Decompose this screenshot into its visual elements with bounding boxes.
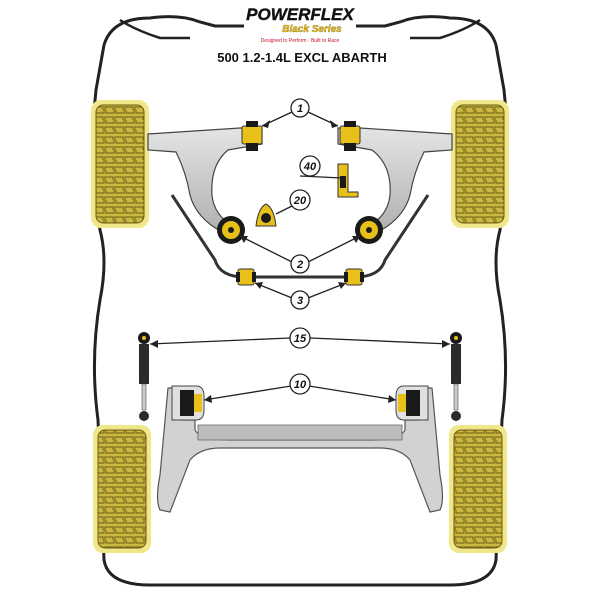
brand-series: Black Series	[282, 24, 342, 35]
hood-line-left	[119, 18, 190, 40]
tyre-front-right	[451, 100, 509, 228]
shock-absorber-right	[450, 332, 462, 421]
callout-10-label: 10	[294, 379, 307, 391]
brand-name: POWERFLEX	[246, 5, 355, 24]
rear-beam-inner	[197, 424, 403, 441]
bush-arb-right	[344, 268, 364, 286]
callout-15: 15	[289, 327, 311, 349]
bush-wishbone-rear-left	[217, 216, 245, 244]
callout-1: 1	[290, 98, 310, 118]
callout-20-label: 20	[293, 195, 307, 207]
anti-roll-bar	[170, 194, 430, 279]
callout-15-label: 15	[294, 333, 307, 345]
callout-40: 40	[299, 155, 321, 177]
callout-2: 2	[290, 254, 310, 274]
bush-wishbone-front-left	[241, 121, 263, 151]
callout-40-label: 40	[303, 161, 317, 173]
bush-rear-beam-left	[171, 385, 205, 421]
bush-wishbone-rear-right	[355, 216, 383, 244]
callout-1-label: 1	[297, 103, 303, 115]
bush-rear-beam-right	[395, 385, 429, 421]
powerflex-logo: POWERFLEX Black Series Designed to Perfo…	[244, 2, 356, 44]
callout-arrowheads	[150, 120, 450, 403]
bush-wishbone-front-right	[339, 121, 361, 151]
bush-arb-left	[236, 268, 256, 286]
shock-absorber-left	[138, 332, 150, 421]
gearbox-mount-bracket	[337, 163, 359, 198]
callout-2-label: 2	[296, 259, 303, 271]
callout-3: 3	[290, 290, 310, 310]
vehicle-subtitle: 500 1.2-1.4L EXCL ABARTH	[217, 50, 387, 65]
callout-10: 10	[289, 373, 311, 395]
callout-3-label: 3	[297, 295, 303, 307]
callout-20: 20	[289, 189, 311, 211]
tyre-rear-right	[449, 425, 507, 553]
tyre-rear-left	[93, 425, 151, 553]
tyre-front-left	[91, 100, 149, 228]
engine-mount-insert	[255, 203, 277, 227]
hood-line-right	[410, 18, 481, 40]
car-body-outline	[91, 15, 509, 587]
brand-tagline: Designed to Perform · Built to Race	[261, 38, 340, 44]
